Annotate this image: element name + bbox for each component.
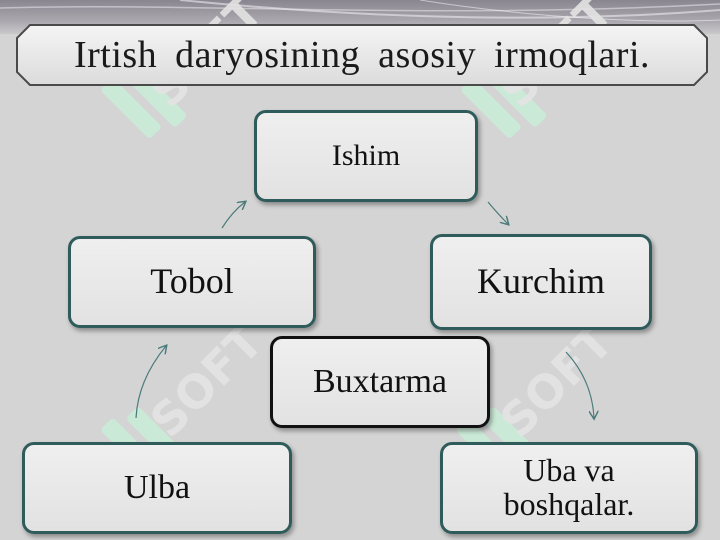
node-buxtarma-label: Buxtarma	[312, 363, 448, 401]
arrow-ulba-to-tobol	[135, 346, 166, 419]
node-tobol-label: Tobol	[150, 261, 234, 302]
node-uba-va-boshqalar: Uba va boshqalar.	[440, 442, 698, 534]
svg-text:SOFT: SOFT	[140, 314, 274, 448]
node-ishim: Ishim	[254, 110, 478, 202]
node-kurchim-label: Kurchim	[477, 261, 605, 302]
node-kurchim: Kurchim	[430, 234, 652, 330]
node-tobol: Tobol	[68, 236, 316, 328]
node-uba-label-line1: Uba va	[523, 452, 615, 489]
node-uba-label-line2: boshqalar.	[503, 486, 635, 522]
node-ulba: Ulba	[22, 442, 292, 534]
slide-title: Irtish daryosining asosiy irmoqlari.	[73, 34, 651, 76]
node-ishim-label: Ishim	[331, 139, 401, 173]
arrow-ishim-to-kurchim	[487, 201, 508, 224]
decorative-swoosh-lines	[0, 0, 720, 22]
svg-text:SOFT: SOFT	[490, 314, 624, 448]
arrow-tobol-to-ishim	[221, 202, 245, 229]
node-ulba-label: Ulba	[123, 469, 191, 507]
arrow-kurchim-to-uba	[565, 351, 594, 418]
node-buxtarma: Buxtarma	[270, 336, 490, 428]
